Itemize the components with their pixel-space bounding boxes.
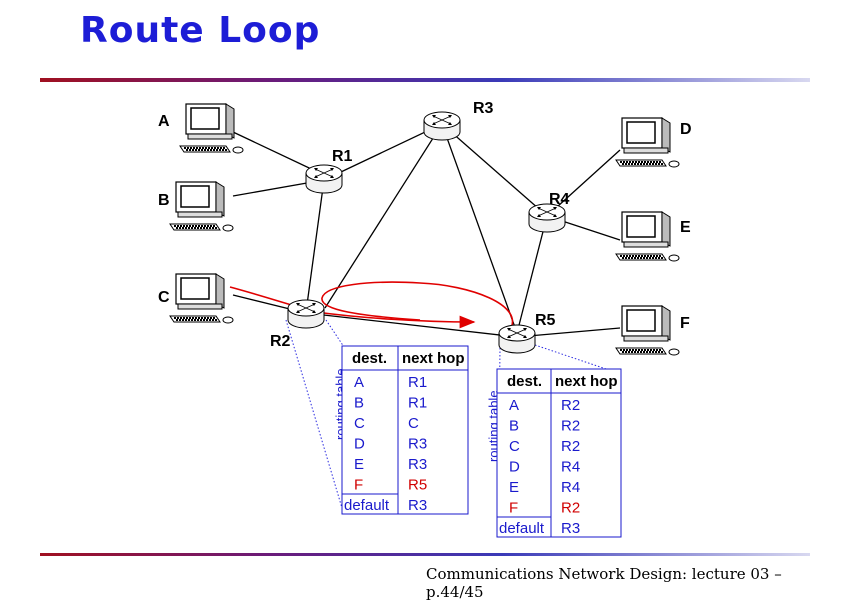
r5-row-2-dest: C bbox=[509, 438, 520, 455]
router-r1-icon bbox=[305, 164, 343, 194]
router-r2-label: R2 bbox=[270, 333, 291, 350]
r2-row-0-next: R1 bbox=[408, 374, 427, 391]
host-f-label: F bbox=[680, 315, 690, 332]
host-d-icon bbox=[615, 117, 680, 168]
r2-row-1-dest: B bbox=[354, 395, 364, 412]
router-r3-icon bbox=[423, 111, 461, 141]
router-r4-icon bbox=[528, 203, 566, 233]
host-d-label: D bbox=[680, 121, 692, 138]
r2-header-dest: dest. bbox=[352, 350, 387, 367]
host-c-icon bbox=[169, 273, 234, 324]
r2-row-5-dest: F bbox=[354, 477, 363, 494]
r5-row-4-dest: E bbox=[509, 479, 519, 496]
r2-row-3-dest: D bbox=[354, 436, 365, 453]
r2-row-4-next: R3 bbox=[408, 456, 427, 473]
router-r5-label: R5 bbox=[535, 312, 556, 329]
link-r1-r2 bbox=[305, 179, 325, 313]
host-b-icon bbox=[169, 181, 234, 232]
r2-row-2-next: C bbox=[408, 415, 419, 432]
r2-row-4-dest: E bbox=[354, 456, 364, 473]
r5-row-2-next: R2 bbox=[561, 438, 580, 455]
title-divider bbox=[40, 78, 810, 82]
r5-row-5-dest: F bbox=[509, 500, 518, 517]
link-r2-r5 bbox=[305, 312, 518, 338]
table-connectors bbox=[285, 319, 619, 536]
r2-row-6-dest: default bbox=[344, 497, 390, 514]
host-e-label: E bbox=[680, 219, 691, 236]
link-a-r1 bbox=[232, 131, 325, 176]
link-r4-r5 bbox=[516, 215, 548, 334]
host-a-label: A bbox=[158, 113, 170, 130]
host-a-icon bbox=[179, 103, 244, 154]
router-r1-label: R1 bbox=[332, 148, 353, 165]
r5-row-6-dest: default bbox=[499, 520, 545, 537]
router-r2-icon bbox=[287, 299, 325, 329]
r2-row-6-next: R3 bbox=[408, 497, 427, 514]
r5-row-6-next: R3 bbox=[561, 520, 580, 537]
r2-row-3-next: R3 bbox=[408, 436, 427, 453]
footer-divider bbox=[40, 553, 810, 556]
r2-row-0-dest: A bbox=[354, 374, 364, 391]
link-r1-r3 bbox=[323, 123, 443, 181]
link-r3-r4 bbox=[441, 123, 548, 217]
host-b-label: B bbox=[158, 192, 170, 209]
host-c-label: C bbox=[158, 289, 170, 306]
loop-path bbox=[229, 281, 514, 331]
r2-row-2-dest: C bbox=[354, 415, 365, 432]
link-r3-r5 bbox=[441, 123, 518, 334]
r2-row-1-next: R1 bbox=[408, 395, 427, 412]
r5-row-1-next: R2 bbox=[561, 418, 580, 435]
host-f-icon bbox=[615, 305, 680, 356]
r5-row-0-dest: A bbox=[509, 397, 519, 414]
r5-header-next: next hop bbox=[555, 373, 618, 390]
r5-row-5-next: R2 bbox=[561, 500, 580, 517]
r5-row-1-dest: B bbox=[509, 418, 519, 435]
r5-row-4-next: R4 bbox=[561, 479, 580, 496]
r5-header-dest: dest. bbox=[507, 373, 542, 390]
r2-row-5-next: R5 bbox=[408, 477, 427, 494]
router-r3-label: R3 bbox=[473, 100, 494, 117]
slide-title: Route Loop bbox=[80, 10, 321, 51]
r5-row-0-next: R2 bbox=[561, 397, 580, 414]
host-e-icon bbox=[615, 211, 680, 262]
router-r4-label: R4 bbox=[549, 191, 570, 208]
r5-row-3-next: R4 bbox=[561, 459, 580, 476]
link-r4-d bbox=[546, 149, 621, 217]
link-r3-r2 bbox=[324, 123, 443, 309]
r2-header-next: next hop bbox=[402, 350, 465, 367]
r5-row-3-dest: D bbox=[509, 459, 520, 476]
router-r5-icon bbox=[498, 324, 536, 354]
